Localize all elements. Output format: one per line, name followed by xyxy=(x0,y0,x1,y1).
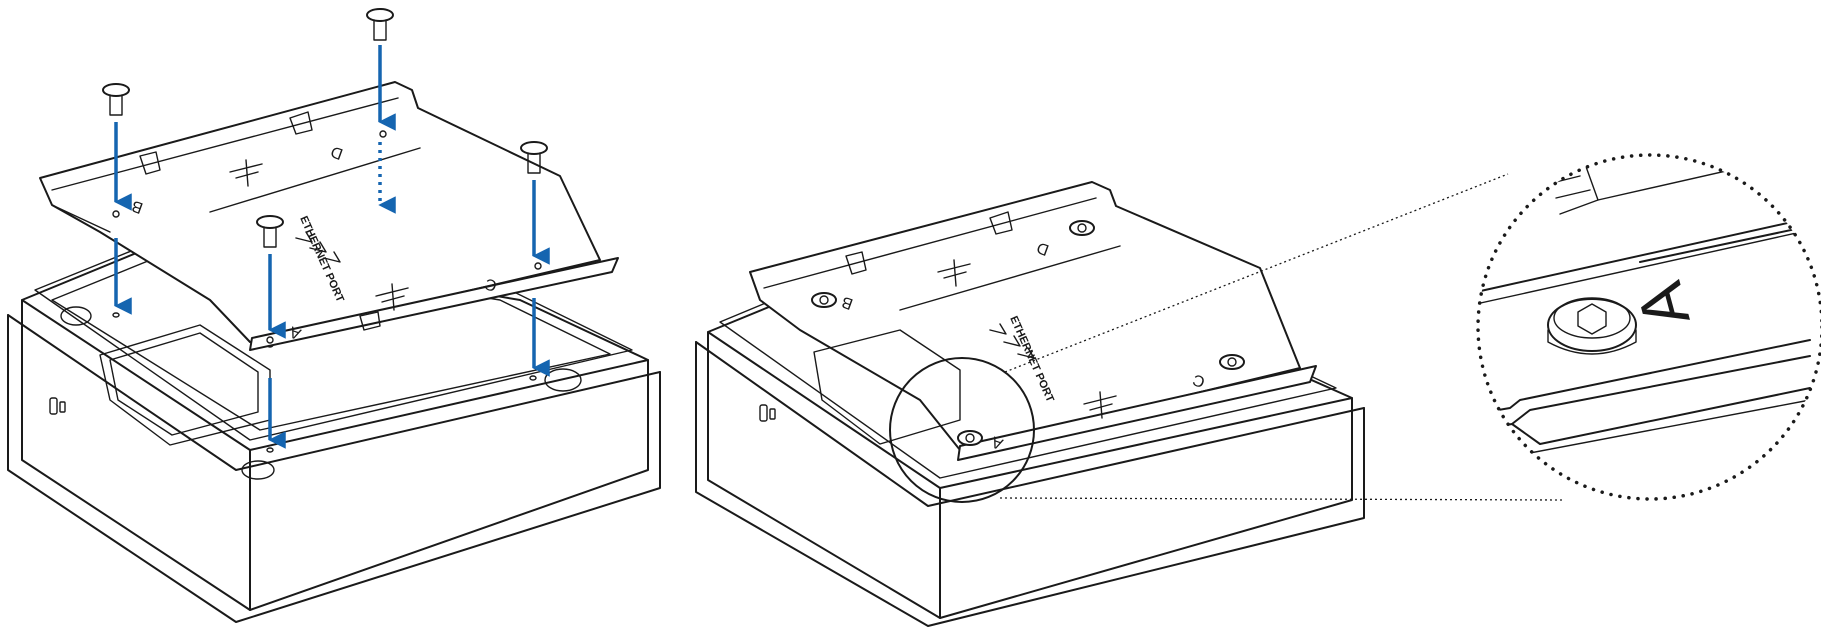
assembled-view: B D C A ETHERNET PORT xyxy=(695,181,1365,627)
assembly-arrows xyxy=(114,45,550,449)
screw-top-d xyxy=(366,8,394,41)
detail-leader-lines xyxy=(999,173,1563,501)
screw-center-a xyxy=(256,215,284,248)
zoom-detail: A xyxy=(1476,153,1821,501)
mounting-plate: B D C A ETHERNET PORT xyxy=(39,81,619,351)
plate-label-c: C xyxy=(483,274,500,294)
hex-socket-screw-icon xyxy=(1547,298,1637,352)
screw-right-c xyxy=(520,141,548,174)
zoom-detail-border xyxy=(1476,153,1821,501)
assembled-label-d: D xyxy=(1035,238,1052,258)
screw-left-b xyxy=(102,83,130,116)
callout-circle xyxy=(889,357,1035,503)
plate-label-d: D xyxy=(329,142,346,162)
exploded-view: B D C A ETHERNET PORT xyxy=(7,8,661,623)
assembled-label-c: C xyxy=(1191,370,1208,390)
base-unit xyxy=(7,231,661,623)
assembled-plate: B D C A ETHERNET PORT xyxy=(749,181,1317,461)
